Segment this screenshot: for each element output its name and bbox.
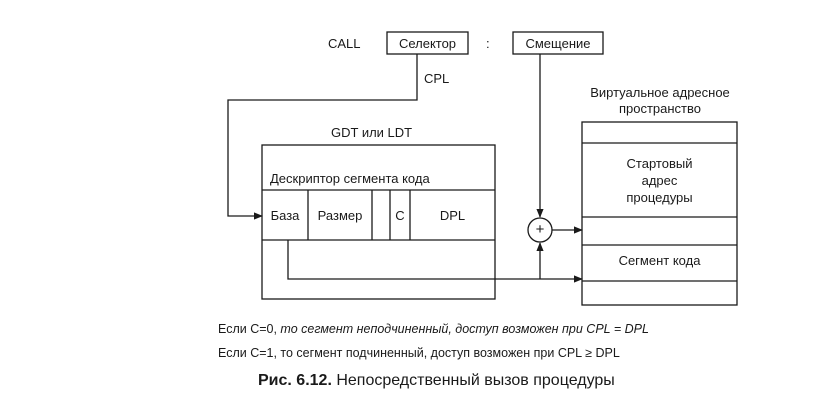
note-c1: Если C=1, то сегмент подчиненный, доступ… bbox=[218, 347, 620, 360]
address-space-box bbox=[581, 121, 738, 306]
selector-box bbox=[386, 31, 469, 55]
address-space-title-2: пространство bbox=[618, 101, 702, 116]
field-base: База bbox=[270, 208, 300, 223]
field-size: Размер bbox=[317, 208, 363, 223]
address-space-title-1: Виртуальное адресное bbox=[590, 85, 730, 100]
note-c1-body: то сегмент подчиненный, доступ возможен … bbox=[280, 346, 620, 360]
note-c0-prefix: Если C=0, bbox=[218, 322, 281, 336]
offset-label: Смещение bbox=[525, 36, 591, 51]
base-to-code-segment-arrow bbox=[287, 240, 583, 283]
selector-to-base-arrow bbox=[227, 54, 418, 220]
colon-separator: : bbox=[486, 36, 490, 51]
caption-number: Рис. 6.12. bbox=[258, 372, 332, 389]
call-label: CALL bbox=[328, 36, 361, 51]
cpl-label: CPL bbox=[424, 71, 450, 86]
field-dpl: DPL bbox=[439, 208, 466, 223]
descriptor-label: Дескриптор сегмента кода bbox=[270, 171, 430, 186]
caption-text: Непосредственный вызов процедуры bbox=[336, 372, 615, 389]
offset-box bbox=[512, 31, 604, 55]
note-c0-body: то сегмент неподчиненный, доступ возможе… bbox=[280, 322, 649, 336]
start-address-2: адрес bbox=[641, 173, 678, 188]
adder-plus: + bbox=[535, 221, 545, 238]
gdt-title: GDT или LDT bbox=[331, 125, 413, 140]
start-address-3: процедуры bbox=[626, 190, 693, 205]
figure-caption: Рис. 6.12. Непосредственный вызов процед… bbox=[258, 373, 615, 389]
selector-label: Селектор bbox=[398, 36, 457, 51]
code-segment-label: Сегмент кода bbox=[618, 253, 701, 268]
note-c0: Если C=0, то сегмент неподчиненный, дост… bbox=[218, 323, 649, 336]
field-c: C bbox=[395, 208, 405, 223]
gdt-table-box bbox=[261, 144, 496, 300]
start-address-1: Стартовый bbox=[626, 156, 693, 171]
note-c1-prefix: Если C=1, bbox=[218, 346, 281, 360]
